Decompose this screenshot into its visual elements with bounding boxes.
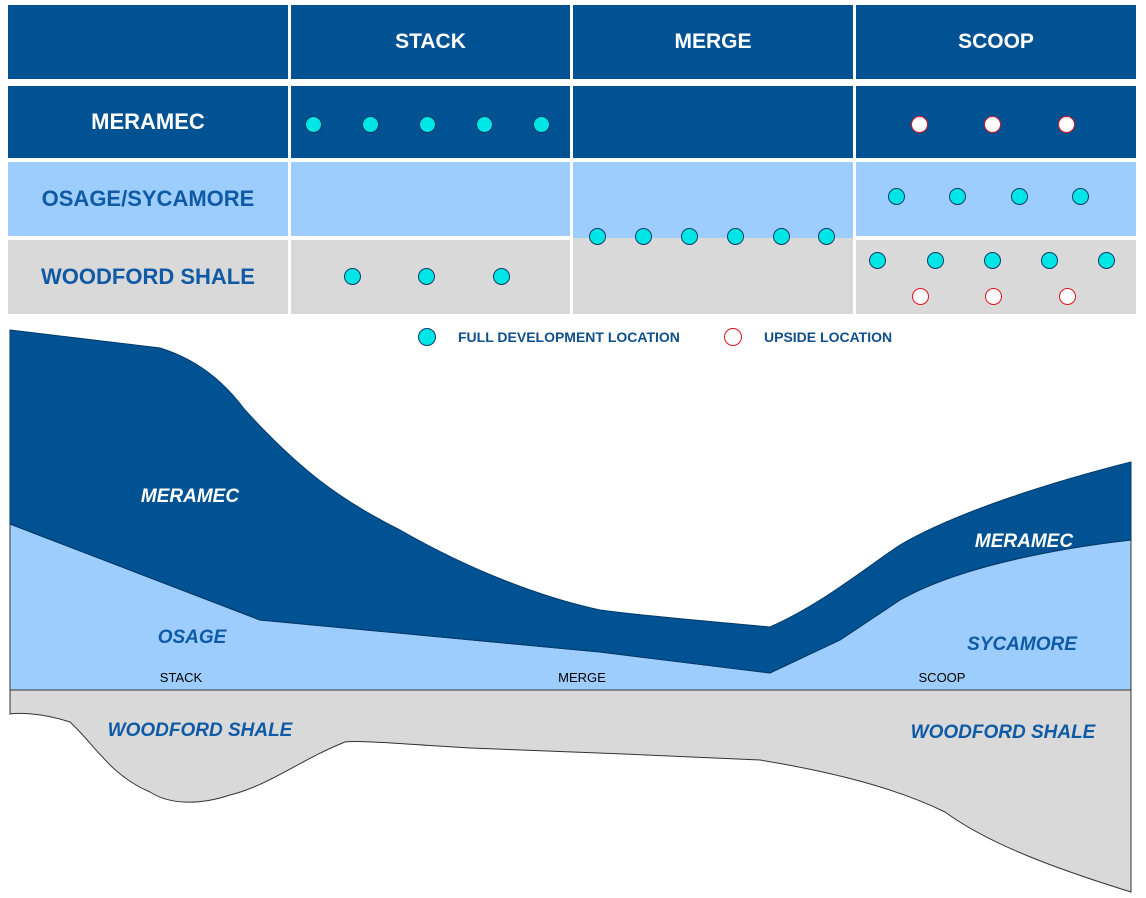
stack-area-label: STACK <box>160 670 203 685</box>
full-location-dot <box>533 116 550 133</box>
legend-item-full: FULL DEVELOPMENT LOCATION <box>418 328 680 346</box>
scoop-area-label: SCOOP <box>919 670 966 685</box>
full-location-dot <box>1098 252 1115 269</box>
full-location-dot <box>869 252 886 269</box>
legend: FULL DEVELOPMENT LOCATION UPSIDE LOCATIO… <box>0 324 1146 350</box>
merge-osage-woodford-cell <box>573 162 853 314</box>
woodford-shale-layer <box>9 689 1132 893</box>
row-label-woodford-shale: WOODFORD SHALE <box>8 240 288 314</box>
full-location-dot <box>419 116 436 133</box>
osage-label: OSAGE <box>158 627 228 648</box>
full-location-dot <box>362 116 379 133</box>
row-label-osage-sycamore: OSAGE/SYCAMORE <box>8 162 288 236</box>
meramec-left-label: MERAMEC <box>141 486 239 507</box>
meramec-layer <box>9 329 1132 674</box>
full-location-dot <box>493 268 510 285</box>
full-location-dot <box>476 116 493 133</box>
full-location-dot <box>635 228 652 245</box>
full-location-dot <box>773 228 790 245</box>
full-location-dot <box>1072 188 1089 205</box>
upside-location-dot <box>911 116 928 133</box>
legend-item-upside: UPSIDE LOCATION <box>724 328 892 346</box>
full-location-dot <box>818 228 835 245</box>
osage-stack-cell <box>291 162 570 236</box>
upside-location-dot <box>1059 288 1076 305</box>
full-location-dot <box>418 268 435 285</box>
full-location-dot <box>681 228 698 245</box>
location-table: STACK MERGE SCOOP MERAMEC OSAGE/SYCAMORE… <box>0 0 1146 320</box>
full-location-dot <box>727 228 744 245</box>
upside-location-dot <box>912 288 929 305</box>
full-location-dot <box>1011 188 1028 205</box>
sycamore-label: SYCAMORE <box>967 634 1078 655</box>
full-location-dot <box>589 228 606 245</box>
meramec-right-label: MERAMEC <box>975 531 1073 552</box>
woodford-right-label: WOODFORD SHALE <box>911 722 1097 743</box>
upside-location-dot <box>984 116 1001 133</box>
legend-label-upside: UPSIDE LOCATION <box>764 329 893 345</box>
full-location-dot <box>1041 252 1058 269</box>
column-header-stack: STACK <box>291 5 570 79</box>
woodford-left-label: WOODFORD SHALE <box>108 720 294 741</box>
merge-area-label: MERGE <box>558 670 606 685</box>
full-location-dot <box>984 252 1001 269</box>
full-location-dot <box>305 116 322 133</box>
upside-location-dot <box>1058 116 1075 133</box>
upside-location-dot <box>985 288 1002 305</box>
column-header-scoop: SCOOP <box>856 5 1136 79</box>
cyan-circle-icon <box>418 328 436 346</box>
legend-label-full: FULL DEVELOPMENT LOCATION <box>458 329 680 345</box>
column-header-merge: MERGE <box>573 5 853 79</box>
full-location-dot <box>949 188 966 205</box>
red-outline-circle-icon <box>724 328 742 346</box>
meramec-merge-cell <box>573 86 853 158</box>
full-location-dot <box>927 252 944 269</box>
header-blank-cell <box>8 5 288 79</box>
row-label-meramec: MERAMEC <box>8 86 288 158</box>
full-location-dot <box>888 188 905 205</box>
full-location-dot <box>344 268 361 285</box>
